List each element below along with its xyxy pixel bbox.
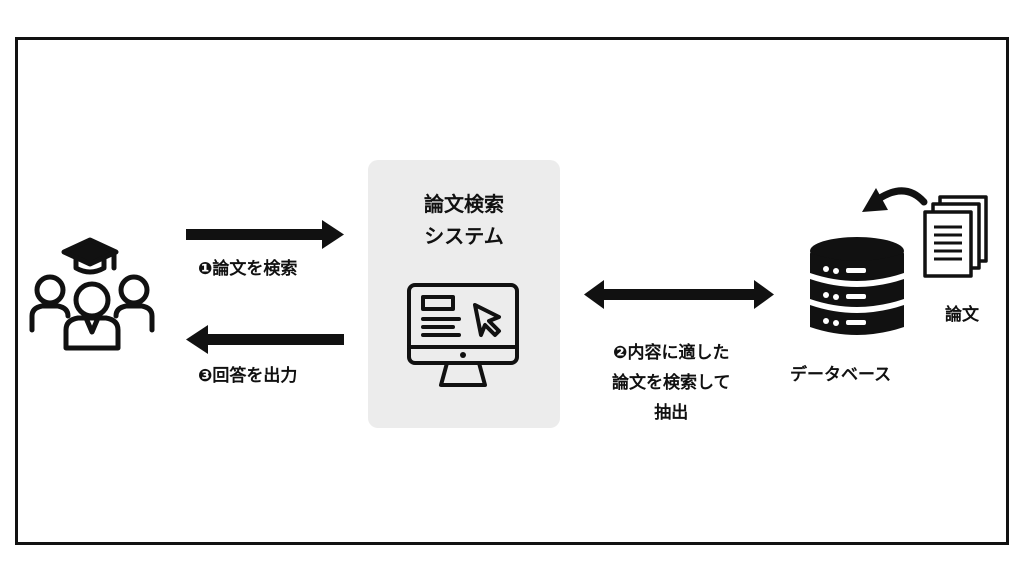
papers-label: 論文 <box>945 305 979 325</box>
computer-monitor-cursor-icon <box>407 283 519 387</box>
step2-line2: 論文を検索して <box>612 373 731 393</box>
system-title-line1: 論文検索 <box>424 192 504 216</box>
step2-label: ❷内容に適した 論文を検索して 抽出 <box>612 338 731 428</box>
diagram-frame <box>15 37 1009 545</box>
step2-line3: 抽出 <box>654 403 689 423</box>
step1-label: ❶論文を検索 <box>198 259 298 279</box>
documents-stack-icon <box>923 195 988 278</box>
step3-label: ❸回答を出力 <box>198 366 298 386</box>
arrow-right-step1 <box>186 220 344 249</box>
step2-line1: ❷内容に適した <box>613 343 730 363</box>
system-title: 論文検索 システム <box>368 188 560 252</box>
curved-arrow-icon <box>862 187 928 212</box>
database-icon <box>810 237 904 335</box>
database-label: データベース <box>790 365 892 385</box>
users-group-icon <box>29 237 155 351</box>
double-arrow <box>584 280 774 309</box>
system-title-line2: システム <box>424 224 504 248</box>
arrow-left-step3 <box>186 325 344 354</box>
